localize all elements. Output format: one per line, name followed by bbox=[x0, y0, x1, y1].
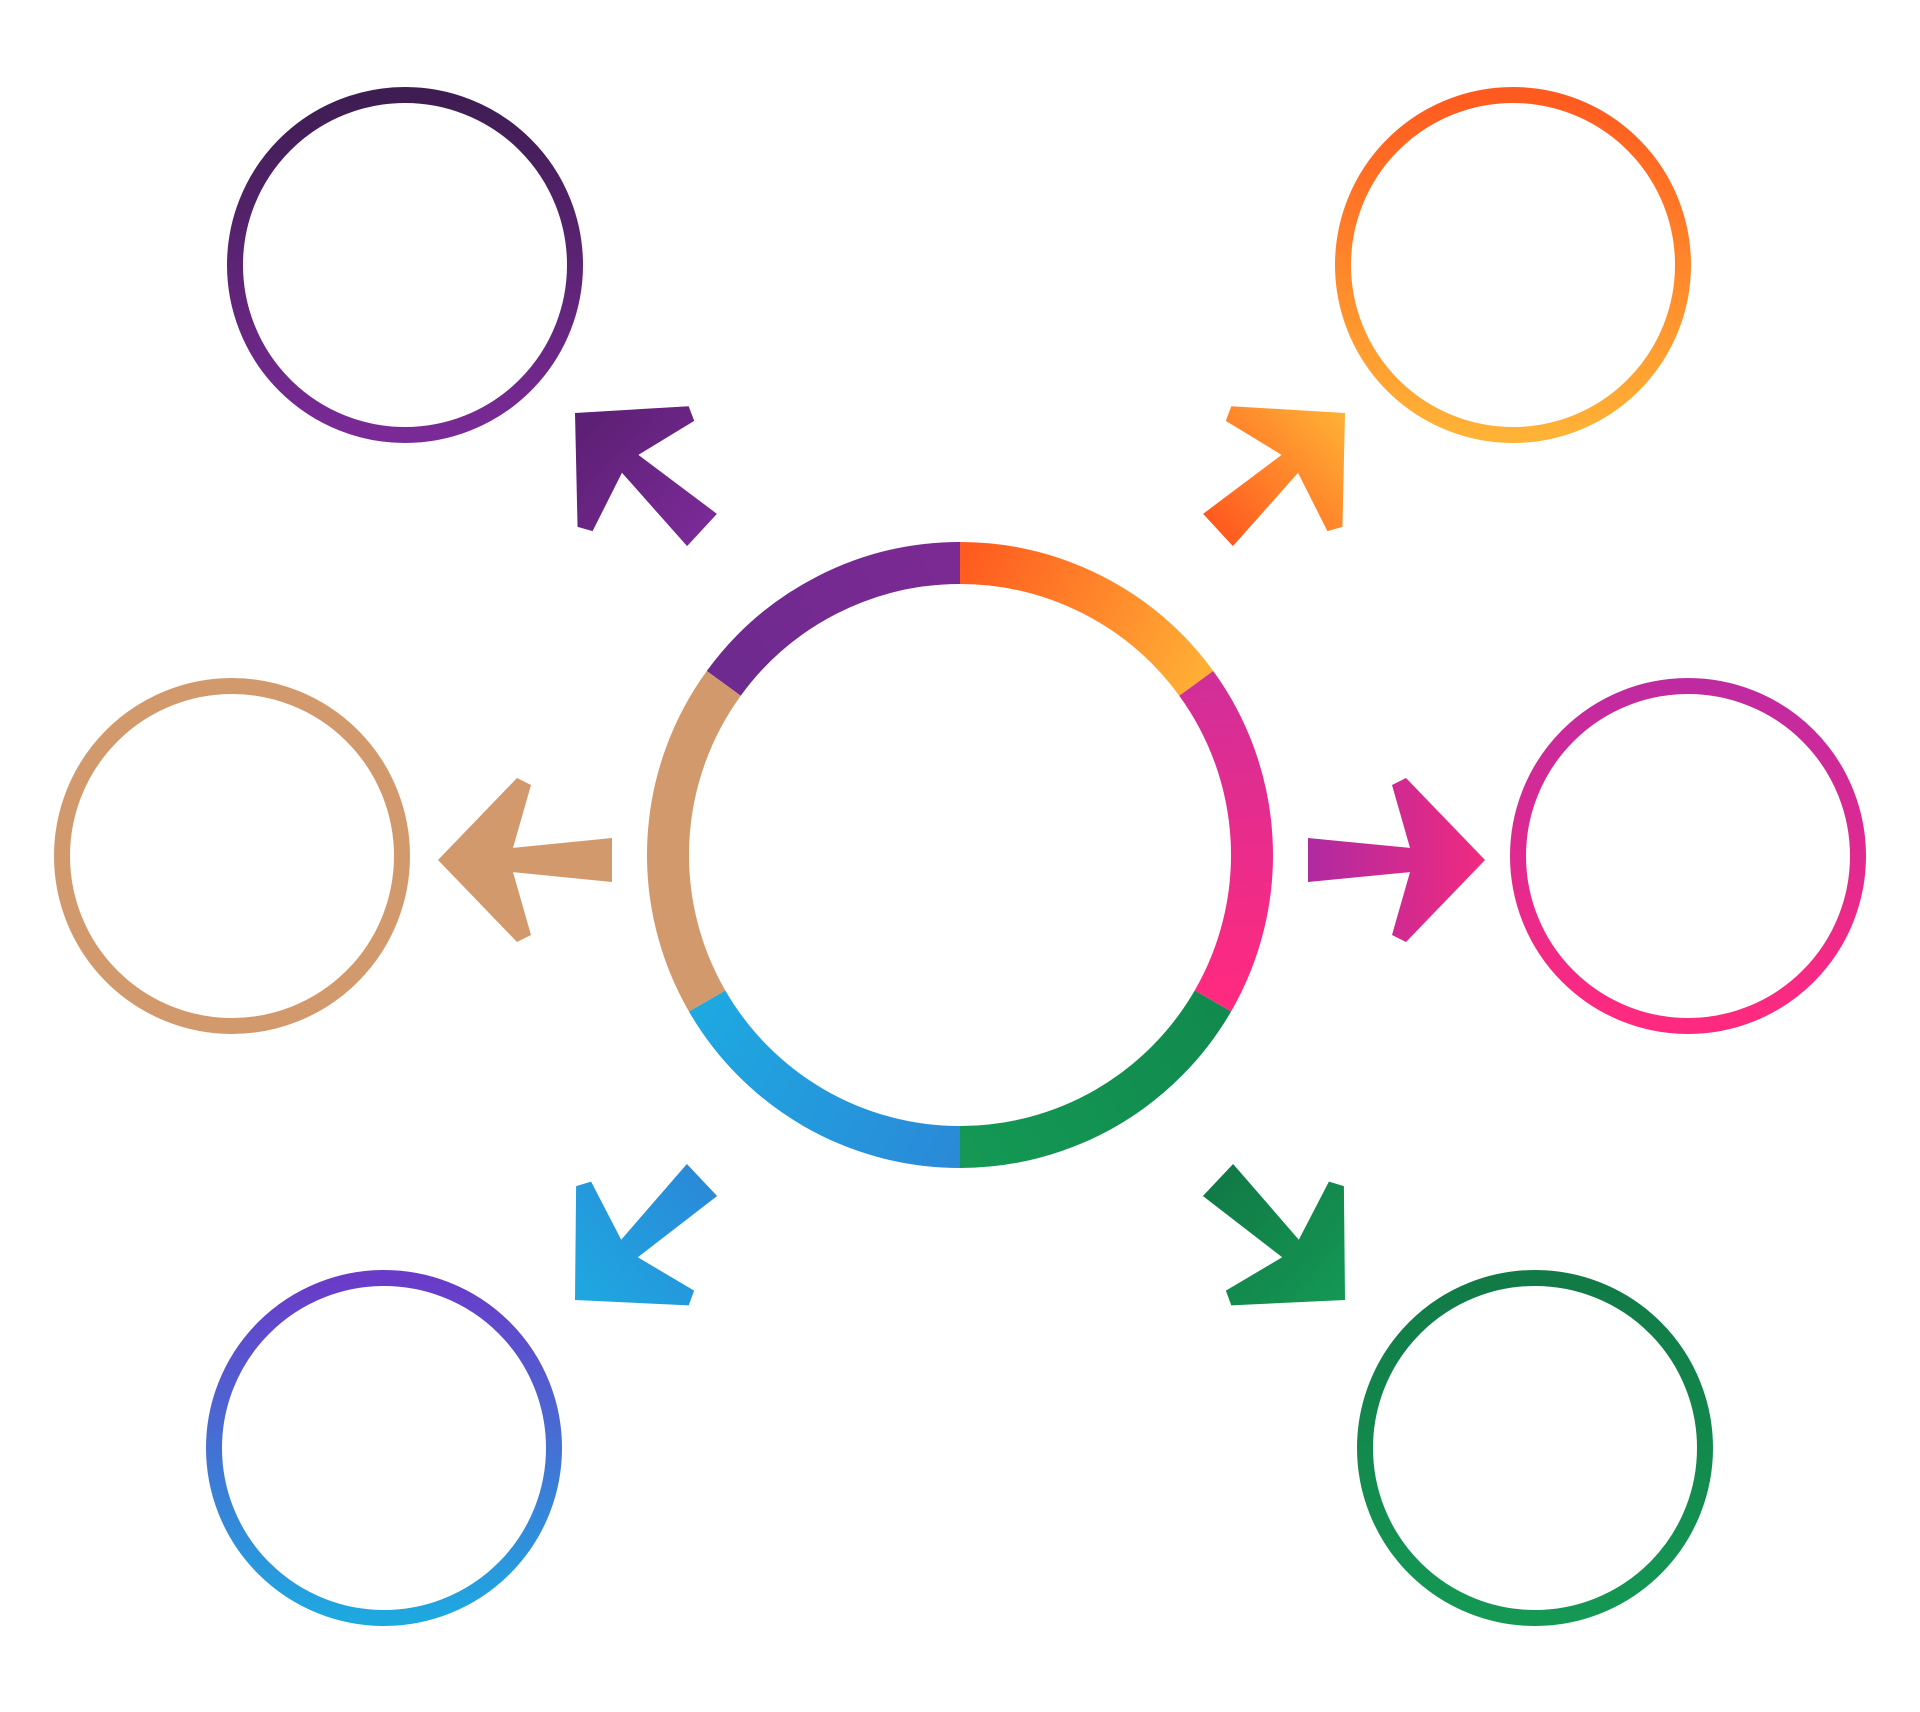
central-hub bbox=[647, 542, 1273, 1168]
node-top-left-circle[interactable] bbox=[227, 87, 583, 443]
node-bottom-right-circle[interactable] bbox=[1357, 1270, 1713, 1626]
node-bottom-left-arrow bbox=[575, 1164, 718, 1306]
node-top-right-arrow bbox=[1203, 406, 1345, 547]
hub-seg-right bbox=[1179, 671, 1273, 1012]
node-bottom-left-circle[interactable] bbox=[206, 1270, 562, 1626]
hub-seg-bottom-left bbox=[688, 990, 961, 1168]
node-left-arrow bbox=[438, 778, 612, 942]
hub-seg-top-right bbox=[959, 542, 1214, 696]
hub-seg-left bbox=[647, 671, 741, 1012]
node-right-circle[interactable] bbox=[1510, 678, 1866, 1034]
node-right-arrow bbox=[1308, 778, 1485, 942]
hub-seg-top-left bbox=[706, 542, 961, 696]
node-left-circle[interactable] bbox=[54, 678, 410, 1034]
node-bottom-right-arrow bbox=[1202, 1164, 1345, 1306]
outer-nodes bbox=[54, 87, 1866, 1626]
connector-arrows bbox=[438, 406, 1485, 1306]
hub-seg-bottom-right bbox=[959, 990, 1232, 1168]
node-top-left-arrow bbox=[575, 406, 717, 547]
node-top-right-circle[interactable] bbox=[1335, 87, 1691, 443]
